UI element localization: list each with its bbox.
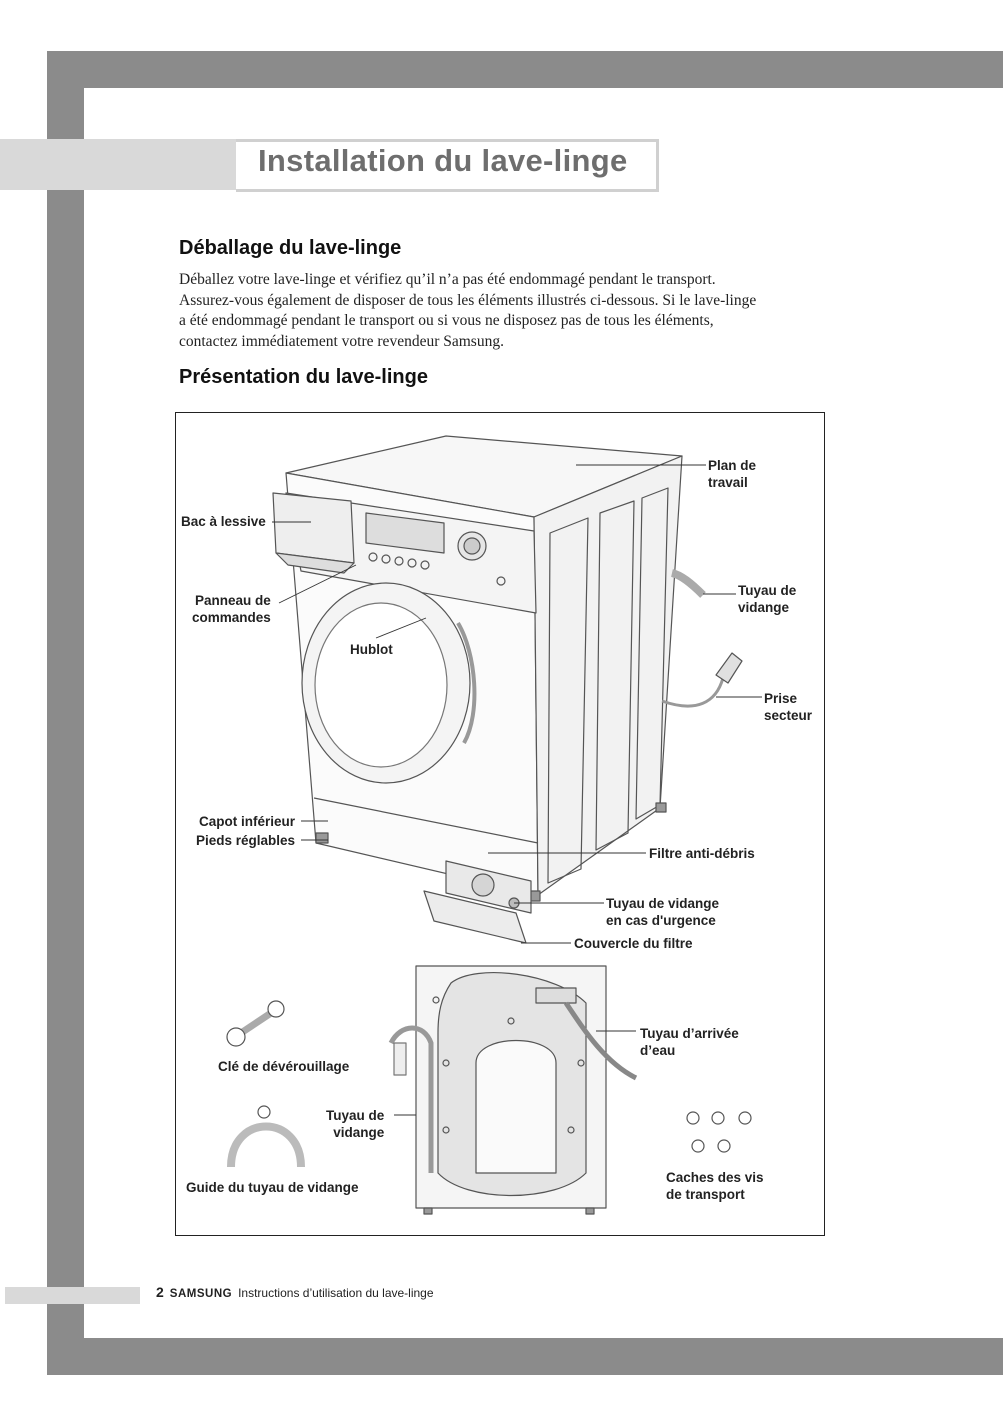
label-pieds-reglables: Pieds réglables [196,833,296,848]
label-line: secteur [764,708,813,723]
label-line: Tuyau d’arrivée [640,1026,739,1041]
label-capot-inferieur: Capot inférieur [199,814,296,829]
washer-illustration [226,435,762,1215]
label-guide-tuyau-de-vidange: Guide du tuyau de vidange [186,1180,359,1195]
label-line: d’eau [640,1043,676,1058]
label-plan-de-travail: Plan de travail [708,457,756,491]
page-frame-left [47,51,84,1375]
brand-name: SAMSUNG [169,1288,233,1300]
label-line: commandes [192,610,271,625]
label-line: travail [708,475,748,490]
label-bac-a-lessive: Bac à lessive [181,514,266,529]
label-line: de transport [666,1187,745,1202]
label-line: en cas d'urgence [606,913,716,928]
label-line: vidange [738,600,790,615]
page-title: Installation du lave-linge [258,143,628,178]
label-prise-secteur: Prise secteur [764,690,812,724]
title-band [0,139,236,190]
label-couvercle-du-filtre: Couvercle du filtre [574,936,693,951]
label-panneau-de-commandes: Panneau de commandes [192,592,271,626]
label-cle-de-deverouillage: Clé de dévérouillage [218,1059,350,1074]
paragraph-line: Déballez votre lave-linge et vérifiez qu… [179,271,716,288]
footer-band [5,1287,140,1304]
section-heading-overview: Présentation du lave-linge [179,366,428,388]
label-line: vidange [333,1125,385,1140]
label-line: Prise [764,691,798,706]
title-box [236,139,659,192]
label-line: Caches des vis [666,1170,764,1185]
label-hublot: Hublot [350,642,393,657]
washing-machine-diagram: Plan de travail Bac à lessive Panneau de… [175,412,825,1236]
label-filtre-anti-debris: Filtre anti-débris [649,846,755,861]
label-line: Panneau de [195,593,271,608]
footer-text: Instructions d’utilisation du lave-linge [238,1286,434,1300]
label-tuyau-arrivee-eau: Tuyau d’arrivée d’eau [640,1025,739,1059]
page-footer: 2 SAMSUNG Instructions d’utilisation du la… [156,1284,434,1300]
page-frame-top [47,51,1003,88]
label-line: Tuyau de vidange [606,896,720,911]
label-tuyau-vidange-urgence: Tuyau de vidange en cas d'urgence [606,895,719,929]
label-caches-des-vis: Caches des vis de transport [666,1169,764,1203]
label-tuyau-de-vidange-bottom: Tuyau de vidange [326,1107,384,1141]
section-heading-unpacking: Déballage du lave-linge [179,237,402,259]
paragraph-line: Assurez-vous également de disposer de to… [179,291,757,309]
label-tuyau-de-vidange-top: Tuyau de vidange [738,582,796,616]
page-number: 2 [156,1284,164,1300]
label-line: Tuyau de [326,1108,385,1123]
paragraph-line: a été endommagé pendant le transport ou … [179,312,714,330]
label-line: Plan de [708,458,757,473]
label-line: Tuyau de [738,583,797,598]
paragraph-line: contactez immédiatement votre revendeur … [179,333,504,351]
unpacking-paragraph: Déballez votre lave-linge et vérifiez qu… [179,270,829,353]
page-frame-bottom [47,1338,1003,1375]
